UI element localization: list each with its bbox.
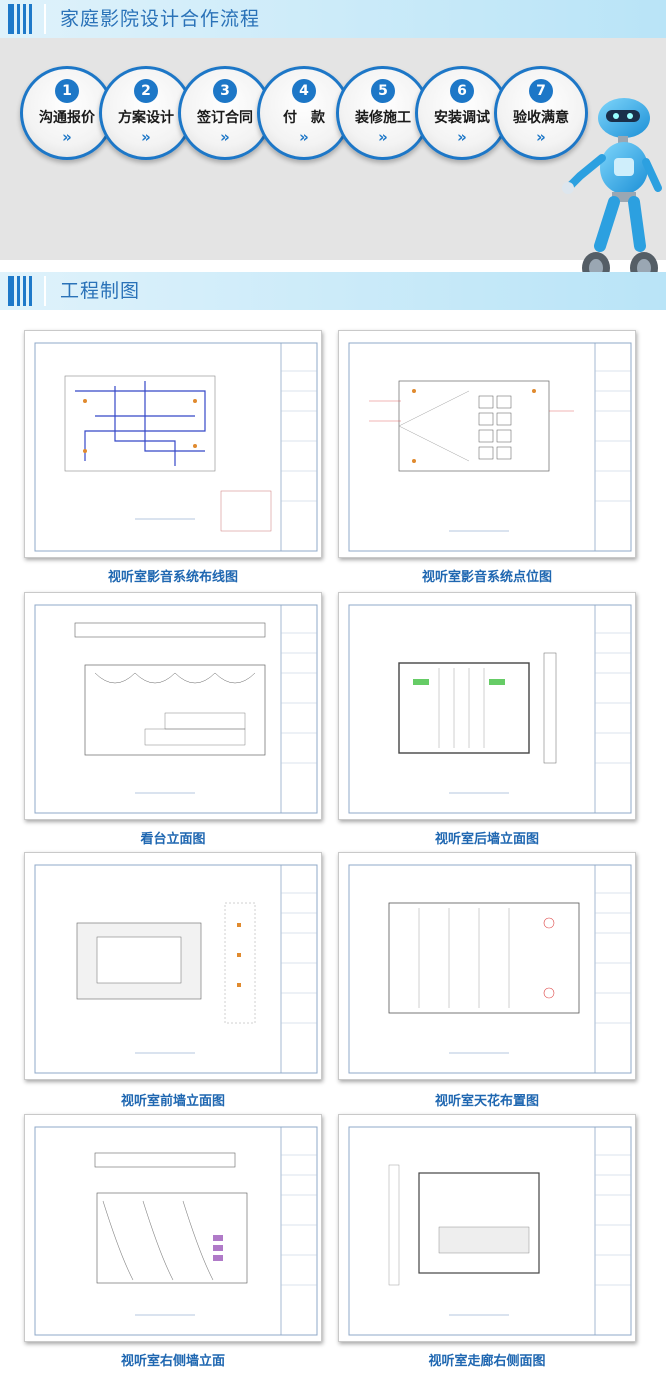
drawing-caption: 视听室影音系统点位图 — [421, 570, 552, 585]
step-5: 5 装修施工 » — [336, 66, 430, 160]
step-number: 5 — [371, 79, 395, 103]
chevron-right-icon: » — [220, 128, 230, 146]
robot-mascot-icon — [562, 98, 662, 293]
chevron-right-icon: » — [299, 128, 309, 146]
drawing-thumbnail[interactable] — [24, 1114, 322, 1342]
step-number: 1 — [55, 79, 79, 103]
drawing-caption: 视听室走廊右侧面图 — [428, 1354, 546, 1369]
drawing-thumbnail[interactable] — [338, 330, 636, 558]
flow-section-header: 家庭影院设计合作流程 — [0, 0, 666, 38]
step-1: 1 沟通报价 » — [20, 66, 114, 160]
step-number: 3 — [213, 79, 237, 103]
step-label: 验收满意 — [513, 110, 569, 126]
drawing-thumbnail[interactable] — [24, 330, 322, 558]
chevron-right-icon: » — [62, 128, 72, 146]
chevron-right-icon: » — [378, 128, 388, 146]
step-label: 沟通报价 — [39, 110, 95, 126]
step-label: 装修施工 — [355, 110, 411, 126]
step-number: 6 — [450, 79, 474, 103]
drawing-caption: 视听室影音系统布线图 — [107, 570, 238, 585]
drawings-section-title: 工程制图 — [60, 280, 141, 302]
header-stripes-icon — [8, 276, 32, 306]
step-number: 2 — [134, 79, 158, 103]
step-number: 7 — [529, 79, 553, 103]
drawing-thumbnail[interactable] — [24, 852, 322, 1080]
drawing-thumbnail[interactable] — [338, 1114, 636, 1342]
chevron-right-icon: » — [457, 128, 467, 146]
step-2: 2 方案设计 » — [99, 66, 193, 160]
drawing-thumbnail[interactable] — [24, 592, 322, 820]
drawing-thumbnail[interactable] — [338, 852, 636, 1080]
step-label: 方案设计 — [118, 110, 174, 126]
step-label: 签订合同 — [197, 110, 253, 126]
step-label: 安装调试 — [434, 110, 490, 126]
drawing-caption: 视听室后墙立面图 — [434, 832, 539, 847]
drawing-thumbnail[interactable] — [338, 592, 636, 820]
drawing-caption: 视听室天花布置图 — [434, 1094, 539, 1109]
drawing-caption: 视听室右侧墙立面 — [120, 1354, 225, 1369]
drawing-caption: 视听室前墙立面图 — [120, 1094, 225, 1109]
drawing-caption: 看台立面图 — [140, 832, 206, 847]
header-stripes-icon — [8, 4, 32, 34]
step-7: 7 验收满意 » — [494, 66, 588, 160]
step-6: 6 安装调试 » — [415, 66, 509, 160]
chevron-right-icon: » — [536, 128, 546, 146]
step-number: 4 — [292, 79, 316, 103]
flow-section-title: 家庭影院设计合作流程 — [60, 8, 261, 30]
process-flow: 1 沟通报价 » 2 方案设计 » 3 签订合同 » 4 付 款 » 5 装修施… — [0, 38, 666, 293]
step-label: 付 款 — [283, 110, 325, 126]
chevron-right-icon: » — [141, 128, 151, 146]
drawings-section-header: 工程制图 — [0, 272, 666, 310]
